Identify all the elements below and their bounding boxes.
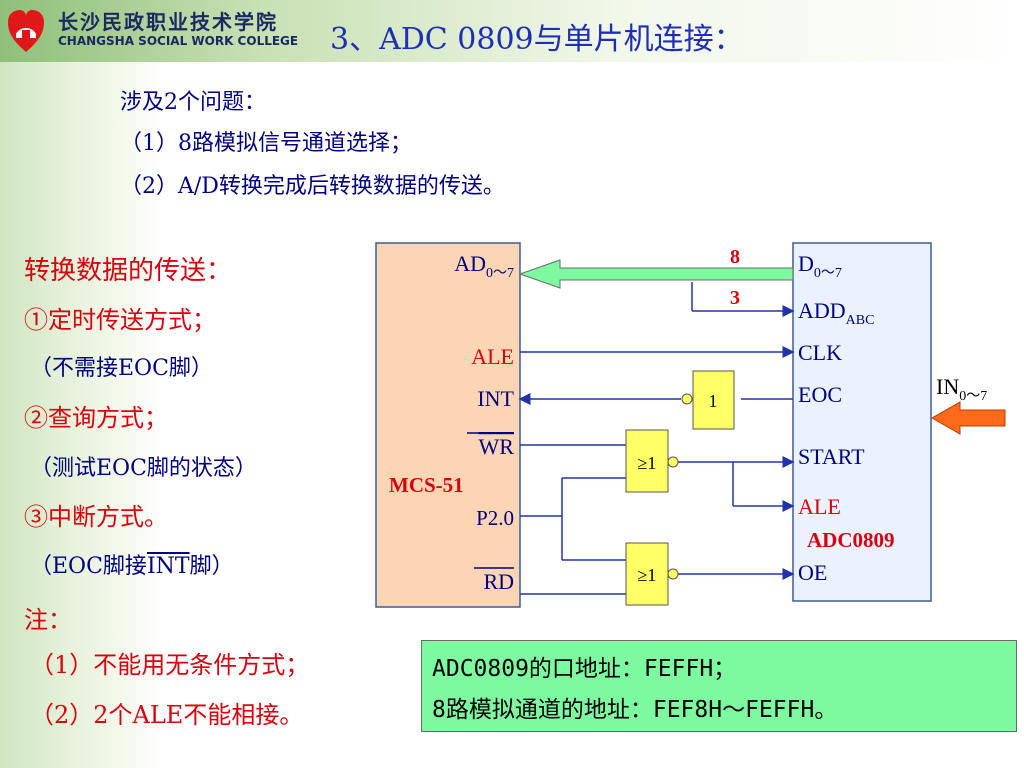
data-bus-width: 8 xyxy=(730,246,740,268)
college-name-en: CHANGSHA SOCIAL WORK COLLEGE xyxy=(58,34,299,48)
interrupt-note-int: INT xyxy=(146,554,190,579)
note-1: （1）不能用无条件方式； xyxy=(30,651,310,679)
mcu-name: MCS-51 xyxy=(389,473,464,497)
college-name-cn: 长沙民政职业技术学院 xyxy=(58,10,278,34)
mcu-ad-label: AD0～7 xyxy=(454,251,514,281)
note-heading: 注： xyxy=(24,606,72,634)
interrupt-note-suffix: 脚） xyxy=(189,554,234,579)
mcs51-chip xyxy=(375,242,521,608)
analog-input-label: IN0～7 xyxy=(936,374,987,404)
adc-add-label: ADDABC xyxy=(798,298,874,328)
transfer-heading: 转换数据的传送： xyxy=(24,256,233,286)
nor-gate-oe-bubble xyxy=(667,568,679,580)
not-gate xyxy=(692,370,735,430)
slide-title: 3、ADC 0809与单片机连接： xyxy=(330,22,744,57)
analog-input-arrow xyxy=(930,401,1006,435)
note-2: （2）2个ALE不能相接。 xyxy=(30,701,304,729)
interrupt-note-prefix: （EOC脚接 xyxy=(30,554,147,579)
method-interrupt: ③中断方式。 xyxy=(24,503,168,531)
not-gate-label: 1 xyxy=(709,391,718,411)
not-gate-bubble xyxy=(681,393,693,405)
mcu-rd-label: RD xyxy=(483,569,514,594)
adc-name: ADC0809 xyxy=(807,528,895,552)
college-logo-icon xyxy=(8,10,44,52)
nor-gate-oe-label: ≥1 xyxy=(638,565,657,585)
intro-item-2: （2）A/D转换完成后转换数据的传送。 xyxy=(120,174,505,199)
method-interrupt-note: （EOC脚接INT脚） xyxy=(30,548,234,580)
adc-ale-label: ALE xyxy=(798,494,841,519)
addr-bus-width: 3 xyxy=(730,287,740,309)
channel-address-range: 8路模拟通道的地址：FEF8H～FEFFH。 xyxy=(432,697,838,723)
method-timed: ①定时传送方式； xyxy=(24,306,216,334)
adc-oe-label: OE xyxy=(798,560,827,585)
method-polling: ②查询方式； xyxy=(24,404,168,432)
adc-clk-label: CLK xyxy=(798,340,842,365)
header-banner xyxy=(0,0,1024,62)
intro-item-1: （1）8路模拟信号通道选择； xyxy=(120,131,412,156)
address-info-box xyxy=(421,640,1017,732)
nor-gate-start-bubble xyxy=(667,456,679,468)
mcu-ale-label: ALE xyxy=(471,344,514,369)
adc0809-chip xyxy=(792,242,932,602)
nor-gate-start-label: ≥1 xyxy=(638,453,657,473)
data-bus-arrow xyxy=(518,259,794,289)
decorative-sidebar xyxy=(0,62,165,768)
nor-gate-oe xyxy=(625,542,669,606)
adc-d-label: D0～7 xyxy=(798,251,842,281)
adc-port-address: ADC0809的口地址：FEFFH； xyxy=(432,656,737,682)
adc-start-label: START xyxy=(798,444,865,469)
mcu-wr-label: WR xyxy=(479,434,515,459)
mcu-int-label: INT xyxy=(477,386,514,411)
mcu-p20-label: P2.0 xyxy=(476,506,514,530)
adc-eoc-label: EOC xyxy=(798,382,842,407)
intro-heading: 涉及2个问题： xyxy=(120,90,266,115)
method-timed-note: （不需接EOC脚） xyxy=(30,356,213,381)
method-polling-note: （测试EOC脚的状态） xyxy=(30,456,257,481)
